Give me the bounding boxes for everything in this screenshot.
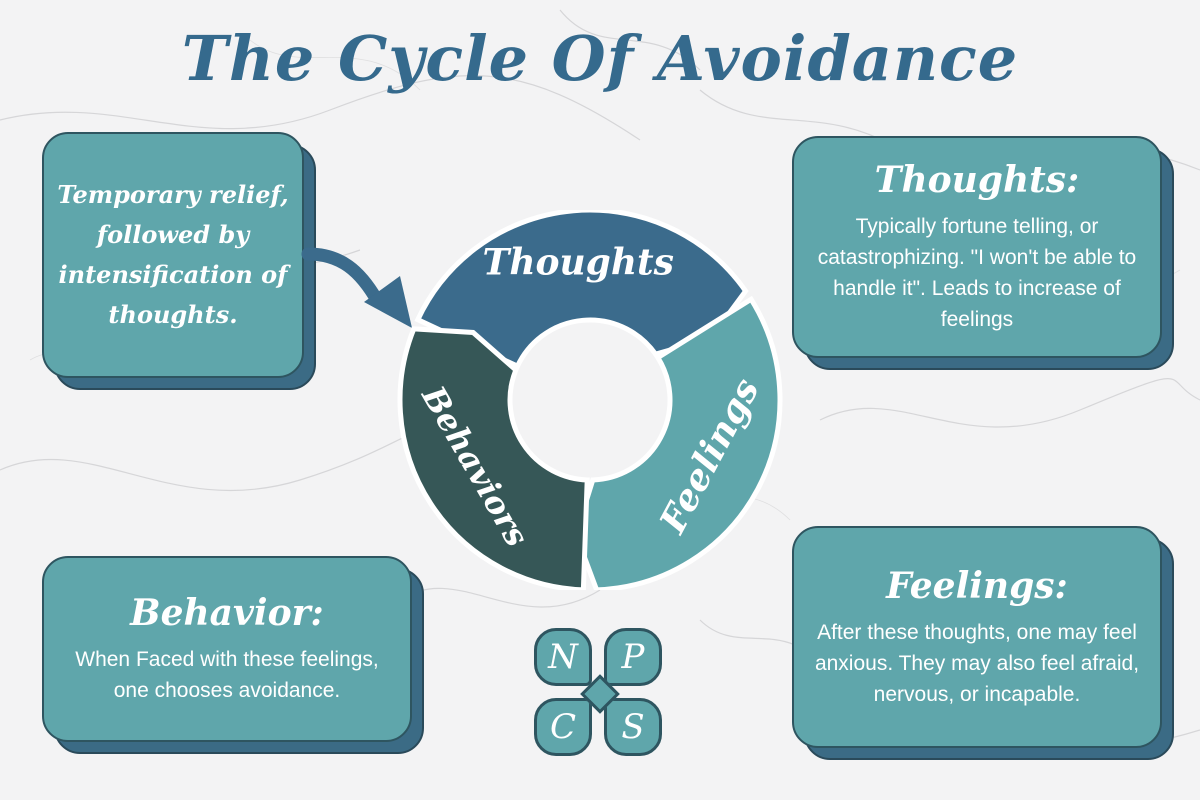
card-face: Behavior: When Faced with these feelings… xyxy=(42,556,412,742)
feelings-card: Feelings: After these thoughts, one may … xyxy=(792,526,1174,760)
relief-card: Temporary relief, followed by intensific… xyxy=(42,132,316,390)
segment-feelings xyxy=(573,295,783,590)
feelings-card-body: After these thoughts, one may feel anxio… xyxy=(814,620,1140,706)
segment-behaviors xyxy=(397,326,590,590)
logo-tile-s: S xyxy=(604,698,662,756)
feelings-card-title: Feelings: xyxy=(886,564,1068,607)
card-face: Temporary relief, followed by intensific… xyxy=(42,132,304,378)
card-face: Thoughts: Typically fortune telling, or … xyxy=(792,136,1162,358)
thoughts-card: Thoughts: Typically fortune telling, or … xyxy=(792,136,1174,370)
page-title: The Cycle Of Avoidance xyxy=(181,22,1019,95)
card-face: Feelings: After these thoughts, one may … xyxy=(792,526,1162,748)
behavior-card-body: When Faced with these feelings, one choo… xyxy=(75,648,379,702)
relief-card-text: Temporary relief, followed by intensific… xyxy=(57,180,289,329)
behavior-card: Behavior: When Faced with these feelings… xyxy=(42,556,424,754)
curved-arrow-icon xyxy=(301,247,412,328)
segment-thoughts xyxy=(414,210,749,370)
logo-tile-n: N xyxy=(534,628,592,686)
logo-tile-c: C xyxy=(534,698,592,756)
thoughts-card-body: Typically fortune telling, or catastroph… xyxy=(817,215,1137,331)
logo-tile-p: P xyxy=(604,628,662,686)
npcs-logo: N P C S xyxy=(526,620,670,764)
segment-label-thoughts: Thoughts xyxy=(483,242,674,284)
cycle-segments xyxy=(397,210,783,590)
thoughts-card-title: Thoughts: xyxy=(874,159,1080,201)
behavior-card-title: Behavior: xyxy=(130,592,324,634)
